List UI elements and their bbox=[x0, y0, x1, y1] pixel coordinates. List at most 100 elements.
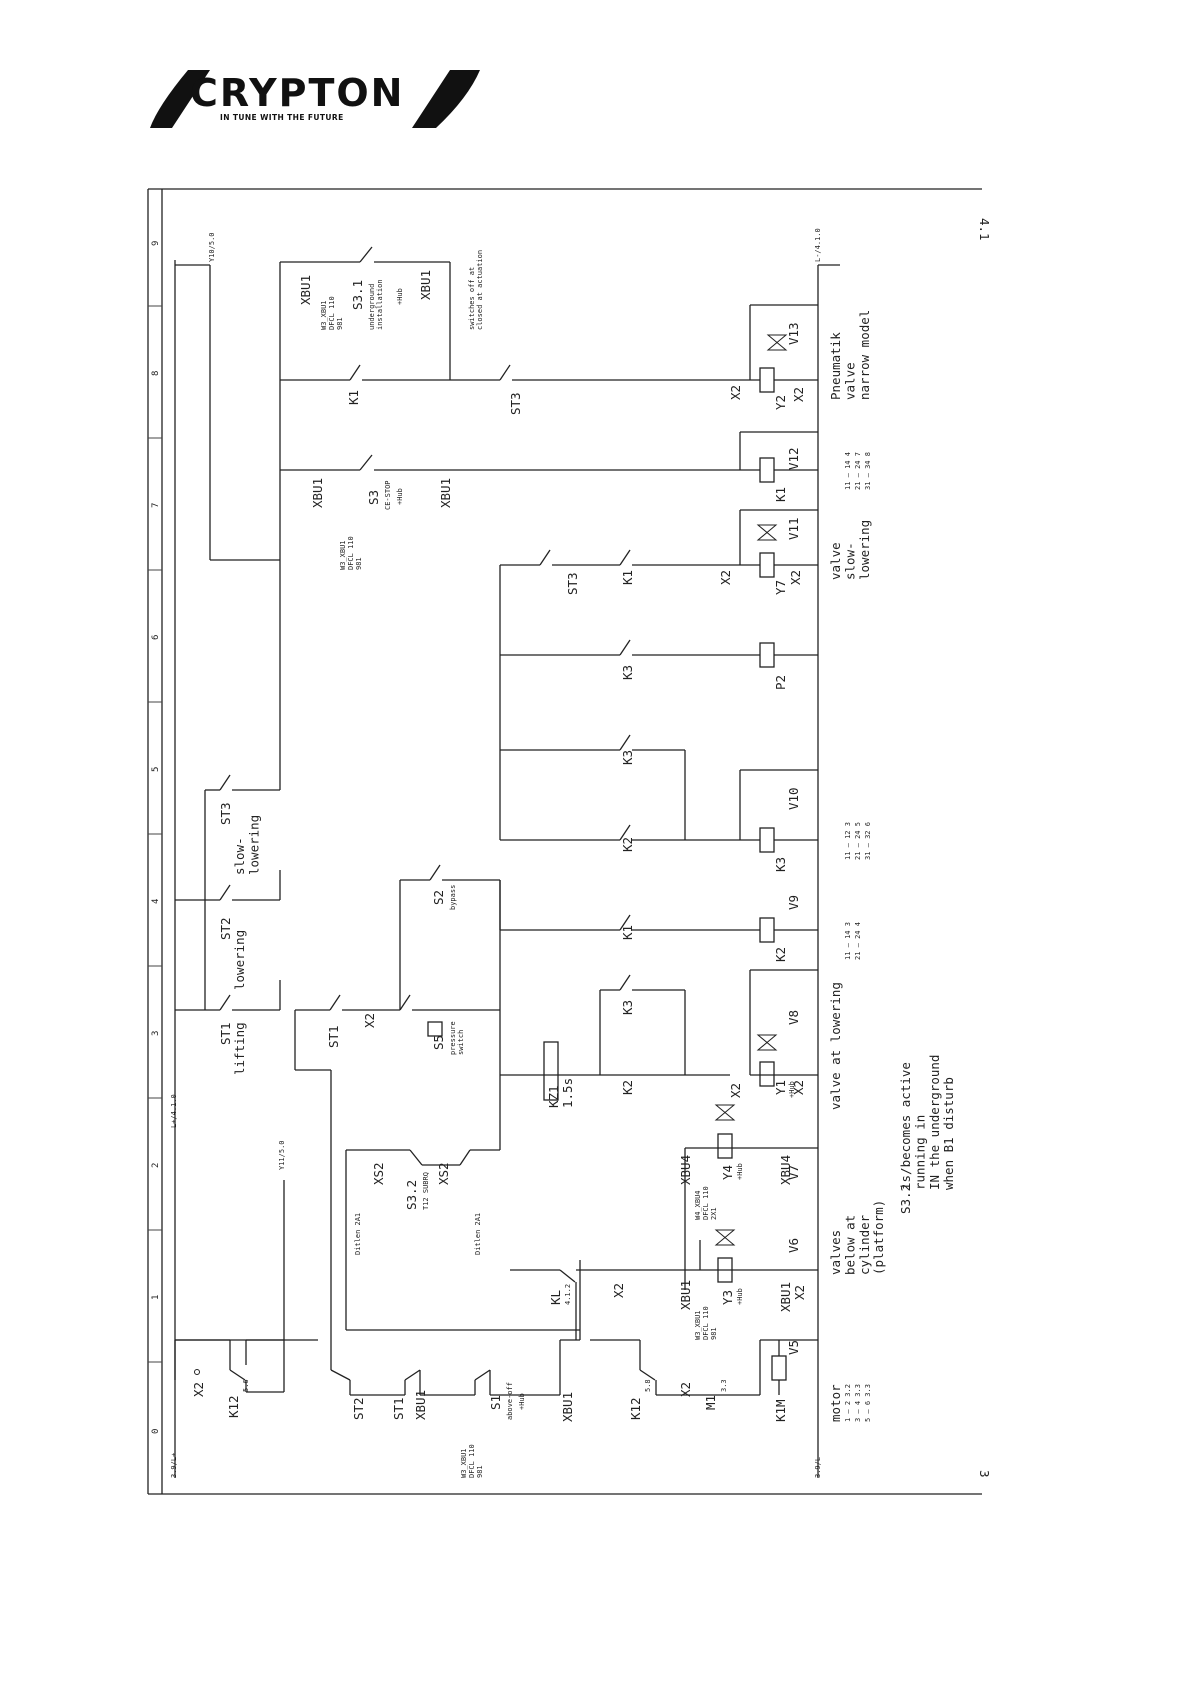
slow-valve-branch bbox=[499, 509, 818, 655]
row-st-s1 bbox=[294, 1010, 581, 1396]
k1-contact-3: 31 — 34 8 bbox=[864, 452, 872, 490]
s32-note-text: is/becomes activerunning inIN the underg… bbox=[898, 1055, 956, 1190]
col-5: 5 bbox=[151, 767, 161, 772]
v8-label: V8 bbox=[786, 1010, 801, 1025]
x2-9-label: X2 bbox=[788, 570, 803, 585]
xbu1-c-kit: W3_XBU1DFCL 110981 bbox=[694, 1306, 718, 1340]
lifting-label: lifting bbox=[232, 1022, 247, 1075]
valve-slow-label: valveslow-lowering bbox=[828, 520, 872, 580]
col-6: 6 bbox=[151, 635, 161, 640]
v5-label: V5 bbox=[786, 1340, 801, 1355]
x2-2-label: X2 bbox=[678, 1382, 693, 1397]
k3-c-label: K3 bbox=[620, 750, 635, 765]
x2-7-label: X2 bbox=[791, 1080, 806, 1095]
s1-note: above-off bbox=[506, 1382, 514, 1420]
pneumatic-branch bbox=[279, 246, 818, 560]
st3-a-label: ST3 bbox=[218, 802, 233, 825]
k1-contact-1: 11 — 14 4 bbox=[844, 452, 852, 490]
valves-label: valvesbelow atcylinder(platform) bbox=[828, 1200, 886, 1275]
st1-s5-branch bbox=[295, 864, 501, 1037]
s3-label: S3 bbox=[366, 490, 381, 505]
k3-contact-2: 21 — 24 5 bbox=[854, 822, 862, 860]
xbu1-a-label: XBU1 bbox=[413, 1390, 428, 1420]
st1-a-label: ST1 bbox=[391, 1397, 406, 1420]
motor-label: motor bbox=[828, 1384, 843, 1422]
k1-b-label: K1 bbox=[620, 570, 635, 585]
y4-branch bbox=[684, 1104, 818, 1290]
kl-branch bbox=[510, 1229, 818, 1340]
m1-ref: 3.3 bbox=[720, 1379, 728, 1392]
y2-label: Y2 bbox=[773, 395, 788, 410]
power-rails bbox=[174, 260, 840, 1478]
x2-11-label: X2 bbox=[791, 387, 806, 402]
logo-swoosh-left bbox=[150, 70, 210, 128]
x2-1-label: X2 bbox=[191, 1382, 206, 1397]
bottom-number: 3 bbox=[977, 1470, 992, 1478]
xbu1-g-kit: W3_XBU1DFCL 110981 bbox=[320, 296, 344, 330]
k2-c-label: K2 bbox=[620, 837, 635, 852]
x2-8-label: X2 bbox=[718, 570, 733, 585]
k2-a-label: K2 bbox=[620, 1080, 635, 1095]
x2-6-label: X2 bbox=[728, 1083, 743, 1098]
s3-note: CE-STOP bbox=[384, 480, 392, 510]
col-9: 9 bbox=[151, 241, 161, 246]
v9-label: V9 bbox=[786, 895, 801, 910]
st2-a-label: ST2 bbox=[351, 1397, 366, 1420]
k3-b-label: K3 bbox=[773, 857, 788, 872]
k12-bot-ref: 5.8 bbox=[644, 1379, 652, 1392]
xbu1-h-label: XBU1 bbox=[418, 270, 433, 300]
s1-hub: +Hub bbox=[518, 1393, 526, 1410]
logo-tagline: IN TUNE WITH THE FUTURE bbox=[220, 113, 344, 122]
cable-b: Ditlen 2A1 bbox=[474, 1213, 482, 1255]
k3-a-label: K3 bbox=[620, 1000, 635, 1015]
x2-4-label: X2 bbox=[611, 1283, 626, 1298]
k1-c-label: K1 bbox=[773, 487, 788, 502]
k2-b-label: K2 bbox=[773, 947, 788, 962]
xbu4-a-kit: W4_XBU4DFCL 1102X1 bbox=[694, 1186, 718, 1220]
st2-b-label: ST2 bbox=[218, 917, 233, 940]
xs2-a-label: XS2 bbox=[371, 1162, 386, 1185]
logo-swoosh-right bbox=[412, 70, 480, 128]
sheet-number: 4.1 bbox=[977, 218, 992, 241]
s1-kit: W3_XBU1DFCL 110981 bbox=[460, 1444, 484, 1478]
y11-terminal: Y11/5.0 bbox=[278, 1140, 286, 1170]
y3-label: Y3 bbox=[720, 1290, 735, 1305]
k3-contact-1: 11 — 12 3 bbox=[844, 822, 852, 860]
kz1-label: KZ1 bbox=[546, 1085, 561, 1108]
y1-hub: +Hub bbox=[788, 1081, 796, 1098]
motor-contact-1: 1 — 2 3.2 bbox=[844, 1384, 852, 1422]
xs2-b-label: XS2 bbox=[436, 1162, 451, 1185]
k12-bot-label: K12 bbox=[628, 1397, 643, 1420]
crypton-logo: CRYPTON IN TUNE WITH THE FUTURE bbox=[150, 70, 480, 128]
s3-branch bbox=[280, 431, 818, 483]
s5-label: S5 bbox=[431, 1035, 446, 1050]
y4-label: Y4 bbox=[720, 1165, 735, 1180]
st3-c-label: ST3 bbox=[508, 392, 523, 415]
col-7: 7 bbox=[151, 503, 161, 508]
k3-d-label: K3 bbox=[620, 665, 635, 680]
pneumatic-label: Pneumatikvalvenarrow model bbox=[828, 310, 872, 400]
lowering-valve-branch bbox=[500, 969, 818, 1101]
xbu1-b-label: XBU1 bbox=[560, 1392, 575, 1422]
motor-contact-2: 3 — 4 3.3 bbox=[854, 1384, 862, 1422]
s3-2-branch bbox=[345, 1010, 580, 1331]
y1-label: Y1 bbox=[773, 1080, 788, 1095]
m1-label: M1 bbox=[703, 1395, 718, 1410]
logo-wordmark: CRYPTON bbox=[190, 71, 404, 115]
s2-note: bypass bbox=[449, 885, 457, 910]
xbu1-e-kit: W3_XBU1DFCL 110981 bbox=[339, 536, 363, 570]
column-markers: 0 1 2 3 4 5 6 7 8 9 bbox=[151, 241, 161, 1434]
k12-top-ref: 5.6 bbox=[242, 1379, 250, 1392]
motor-branch bbox=[590, 1339, 818, 1396]
col-4: 4 bbox=[151, 899, 161, 904]
kz1-time: 1.5s bbox=[560, 1078, 575, 1108]
cable-a: Ditlen 2A1 bbox=[354, 1213, 362, 1255]
v13-label: V13 bbox=[786, 322, 801, 345]
k2-contact-1: 11 — 14 3 bbox=[844, 922, 852, 960]
lowering-label: lowering bbox=[232, 930, 247, 990]
st3-b-label: ST3 bbox=[565, 572, 580, 595]
col-3: 3 bbox=[151, 1031, 161, 1036]
k12-top-label: K12 bbox=[226, 1395, 241, 1418]
xbu4-b-label: XBU4 bbox=[778, 1155, 793, 1185]
slow-lowering-label: slow-lowering bbox=[232, 815, 261, 875]
